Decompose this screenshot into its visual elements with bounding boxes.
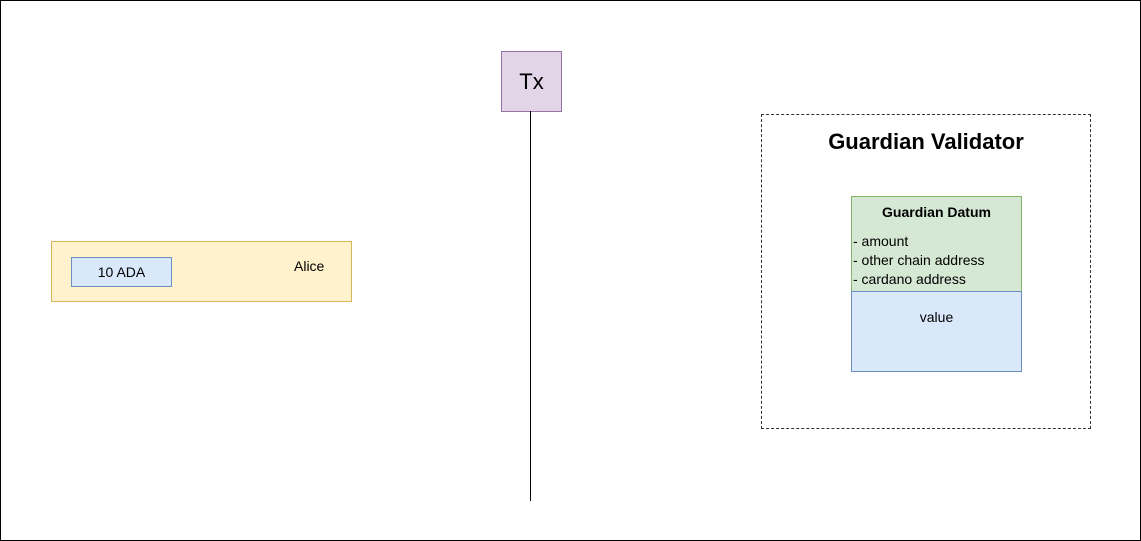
datum-field-amount: - amount	[853, 233, 909, 249]
ada-utxo-label: 10 ADA	[97, 264, 146, 280]
datum-field-cardano-address: - cardano address	[853, 271, 966, 287]
datum-field-list: - amount - other chain address - cardano…	[853, 232, 985, 289]
tx-node[interactable]: Tx	[501, 51, 562, 112]
validator-title: Guardian Validator	[828, 129, 1024, 154]
alice-wallet[interactable]: 10 ADA Alice	[51, 241, 352, 302]
tx-timeline	[530, 111, 531, 501]
alice-label: Alice	[294, 258, 325, 274]
guardian-validator[interactable]: Guardian Validator Guardian Datum - amou…	[761, 114, 1091, 429]
value-label: value	[919, 309, 954, 325]
ada-utxo[interactable]: 10 ADA	[71, 257, 172, 287]
guardian-value[interactable]: value	[851, 291, 1022, 372]
guardian-datum[interactable]: Guardian Datum - amount - other chain ad…	[851, 196, 1022, 292]
tx-label: Tx	[519, 68, 544, 94]
datum-field-other-chain-address: - other chain address	[853, 252, 985, 268]
datum-title: Guardian Datum	[882, 204, 991, 220]
